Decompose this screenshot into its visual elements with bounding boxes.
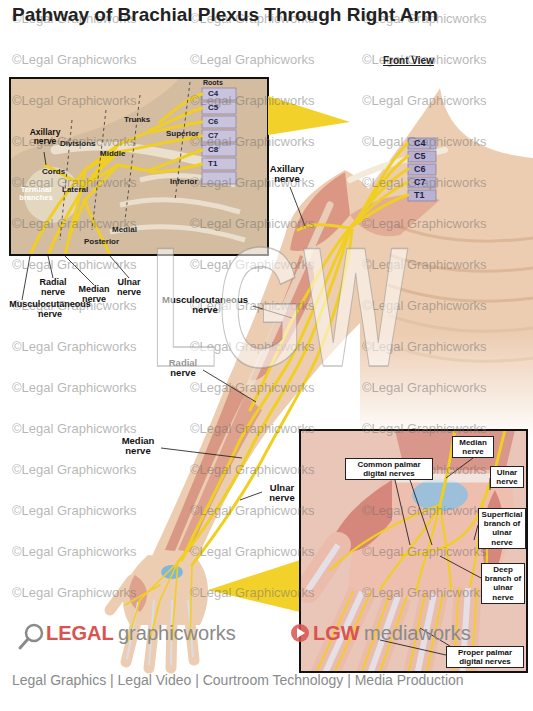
section-divider [125,95,140,220]
vertebra-label: C4 [414,139,426,149]
brand-logo: graphicworks [118,622,236,644]
watermark: ©Legal Graphicworks [12,463,136,477]
section-label: Divisions [60,140,96,149]
section-divider [92,110,106,230]
leader-line [44,152,46,165]
inset-border [300,430,527,672]
nerve-label: Ulnar nerve [261,483,303,504]
vertebra-label: C5 [208,104,218,113]
callout-text: Proper palmar digital nerves [449,648,521,666]
watermark: ©Legal Graphicworks [190,422,314,436]
callout-box: Median nerve [452,436,494,458]
vertebra [202,158,236,170]
vertebra-label: C7 [414,178,426,188]
section-label: Cords [42,168,65,177]
vertebra-label: C4 [208,90,218,99]
brand-watermark: LGW [150,222,408,392]
section-label: Roots [203,79,223,87]
nerve-root [150,164,202,172]
callout-box: Proper palmar digital nerves [446,646,524,668]
callout-box: Ulnar nerve [490,466,524,488]
section-label: Lateral [62,186,88,195]
nerve-label: Ulnar nerve [112,278,146,298]
section-label: Middle [100,150,125,159]
callout-box: Superficial branch of ulnar nerve [478,508,526,549]
nerve-label: Radial nerve [35,278,71,298]
nerve-trunk [118,165,150,171]
watermark: ©Legal Graphicworks [190,504,314,518]
nerve-label: Axillary nerve [264,164,310,185]
watermark: ©Legal Graphicworks [12,586,136,600]
watermark: ©Legal Graphicworks [362,545,486,559]
callout-text: Ulnar nerve [493,468,521,486]
watermark: ©Legal Graphicworks [362,94,486,108]
vertebra-label: C6 [414,165,426,175]
callout-text: Common palmar digital nerves [348,460,430,478]
watermark: ©Legal Graphicworks [12,545,136,559]
vertebra-label: T1 [414,191,425,201]
leader-line [240,492,262,500]
nerve-label: Musculocutaneous nerve [4,300,96,320]
watermark: ©Legal Graphicworks [12,504,136,518]
watermark: ©Legal Graphicworks [190,545,314,559]
watermark: ©Legal Graphicworks [362,504,486,518]
footer-text: Legal Graphics | Legal Video | Courtroom… [12,673,464,688]
rib [120,200,240,212]
vertebra [202,116,236,128]
rib [388,315,533,331]
watermark: ©Legal Graphicworks [12,258,136,272]
watermark: ©Legal Graphicworks [190,463,314,477]
vertebra-label: C8 [208,146,218,155]
magnifier-icon [20,639,28,648]
vertebra [408,151,436,162]
section-label: Posterior [84,238,119,247]
callout-box: Deep branch of ulnar nerve [481,563,525,604]
vertebra [408,164,436,175]
section-label: Trunks [124,116,150,125]
leader-line [440,556,481,578]
callout-text: Superficial branch of ulnar nerve [481,510,523,547]
watermark: ©Legal Graphicworks [12,94,136,108]
brand-logo: LGW [313,622,360,644]
main-figure [110,88,533,668]
section-label: Terminal branches [14,186,58,203]
callout-text: Deep branch of ulnar nerve [484,565,522,602]
nerve-label: Axillary nerve [24,128,66,147]
inset-content [300,430,527,672]
section-label: Medial [112,226,137,235]
vertebra-label: T1 [208,160,217,169]
leader-line [161,448,242,458]
vertebra-label: C7 [208,132,218,141]
tendon [308,545,468,672]
watermark: ©Legal Graphicworks [362,586,486,600]
section-label: Inferior [170,178,198,187]
watermark: ©Legal Graphicworks [190,53,314,67]
vertebra [408,190,436,201]
watermark: ©Legal Graphicworks [12,340,136,354]
watermark: ©Legal Graphicworks [12,381,136,395]
callout-text: Median nerve [455,438,491,456]
play-icon [291,624,309,642]
view-label: Front View [383,55,434,66]
brand-logo: LEGAL [46,622,114,644]
brand-logo: mediaworks [364,622,471,644]
section-label: Superior [166,130,199,139]
play-icon [297,628,305,638]
watermark: ©Legal Graphicworks [12,53,136,67]
vertebra-label: C6 [208,118,218,127]
vertebra-label: C5 [414,152,426,162]
callout-box: Common palmar digital nerves [345,458,433,480]
page-title: Pathway of Brachial Plexus Through Right… [12,5,438,26]
watermark: ©Legal Graphicworks [12,422,136,436]
watermark: ©Legal Graphicworks [362,422,486,436]
watermark: ©Legal Graphicworks [190,586,314,600]
nerve-group [313,430,505,672]
hand-inset [300,430,527,680]
nerve-label: Median nerve [114,436,162,457]
